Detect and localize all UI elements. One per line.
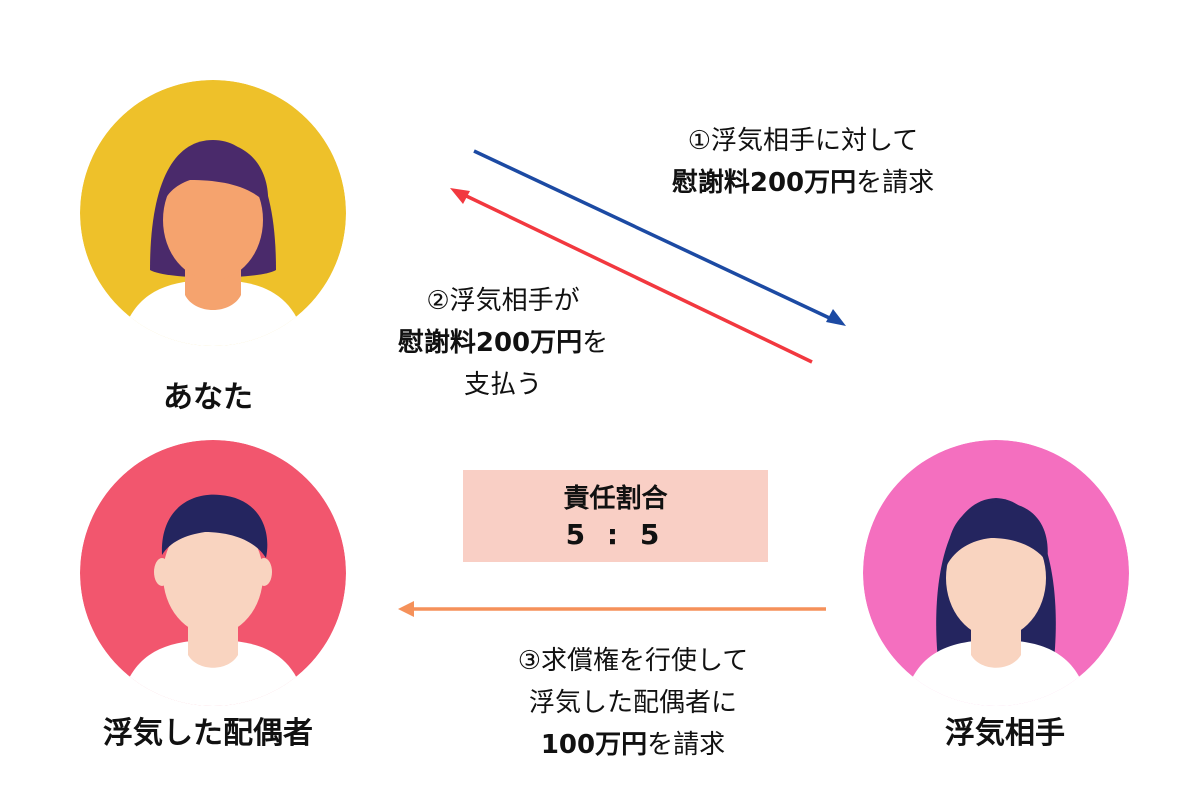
arrow-recourse bbox=[398, 601, 826, 617]
ratio-value: 5 : 5 bbox=[565, 518, 666, 551]
caption-claim-amount: 慰謝料200万円 bbox=[671, 168, 857, 198]
caption-pay: ②浮気相手が 慰謝料200万円を 支払う bbox=[398, 280, 608, 406]
face bbox=[163, 160, 263, 280]
caption-pay-line2: 慰謝料200万円を bbox=[398, 322, 608, 364]
responsibility-ratio-box: 責任割合 5 : 5 bbox=[463, 470, 768, 562]
ratio-title: 責任割合 bbox=[563, 484, 668, 514]
caption-claim-line2: 慰謝料200万円を請求 bbox=[672, 162, 934, 204]
shirt bbox=[120, 280, 306, 346]
shirt bbox=[903, 640, 1089, 706]
face bbox=[163, 515, 263, 635]
caption-pay-amount: 慰謝料200万円 bbox=[397, 328, 583, 358]
caption-pay-line3: 支払う bbox=[463, 370, 543, 400]
caption-claim-rest: を請求 bbox=[856, 168, 935, 198]
avatar-partner bbox=[863, 440, 1129, 706]
caption-recourse-line2: 浮気した配偶者に bbox=[528, 688, 737, 718]
caption-recourse-line3: 100万円を請求 bbox=[518, 724, 749, 766]
hair bbox=[161, 494, 268, 558]
hair-front bbox=[946, 501, 1048, 565]
caption-recourse-line1: ③求償権を行使して bbox=[517, 646, 749, 676]
label-spouse: 浮気した配偶者 bbox=[103, 716, 313, 751]
caption-recourse-rest: を請求 bbox=[647, 730, 726, 760]
caption-recourse-amount: 100万円 bbox=[540, 730, 648, 760]
caption-recourse: ③求償権を行使して 浮気した配偶者に 100万円を請求 bbox=[518, 640, 749, 766]
caption-claim: ①浮気相手に対して 慰謝料200万円を請求 bbox=[672, 120, 934, 204]
caption-pay-rest: を bbox=[582, 328, 609, 358]
shirt bbox=[120, 640, 306, 706]
label-you: あなた bbox=[163, 380, 253, 415]
arrow-pay bbox=[450, 188, 813, 364]
avatar-you bbox=[80, 80, 346, 346]
label-partner: 浮気相手 bbox=[945, 716, 1065, 751]
hair-front bbox=[160, 141, 269, 210]
avatar-spouse bbox=[80, 440, 346, 706]
arrow-claim bbox=[473, 149, 846, 326]
caption-pay-line1: ②浮気相手が bbox=[426, 286, 580, 316]
face bbox=[946, 518, 1046, 638]
avatar-partner-icon bbox=[863, 440, 1129, 706]
caption-claim-line1: ①浮気相手に対して bbox=[687, 126, 919, 156]
avatar-you-icon bbox=[80, 80, 346, 346]
avatar-spouse-icon bbox=[80, 440, 346, 706]
